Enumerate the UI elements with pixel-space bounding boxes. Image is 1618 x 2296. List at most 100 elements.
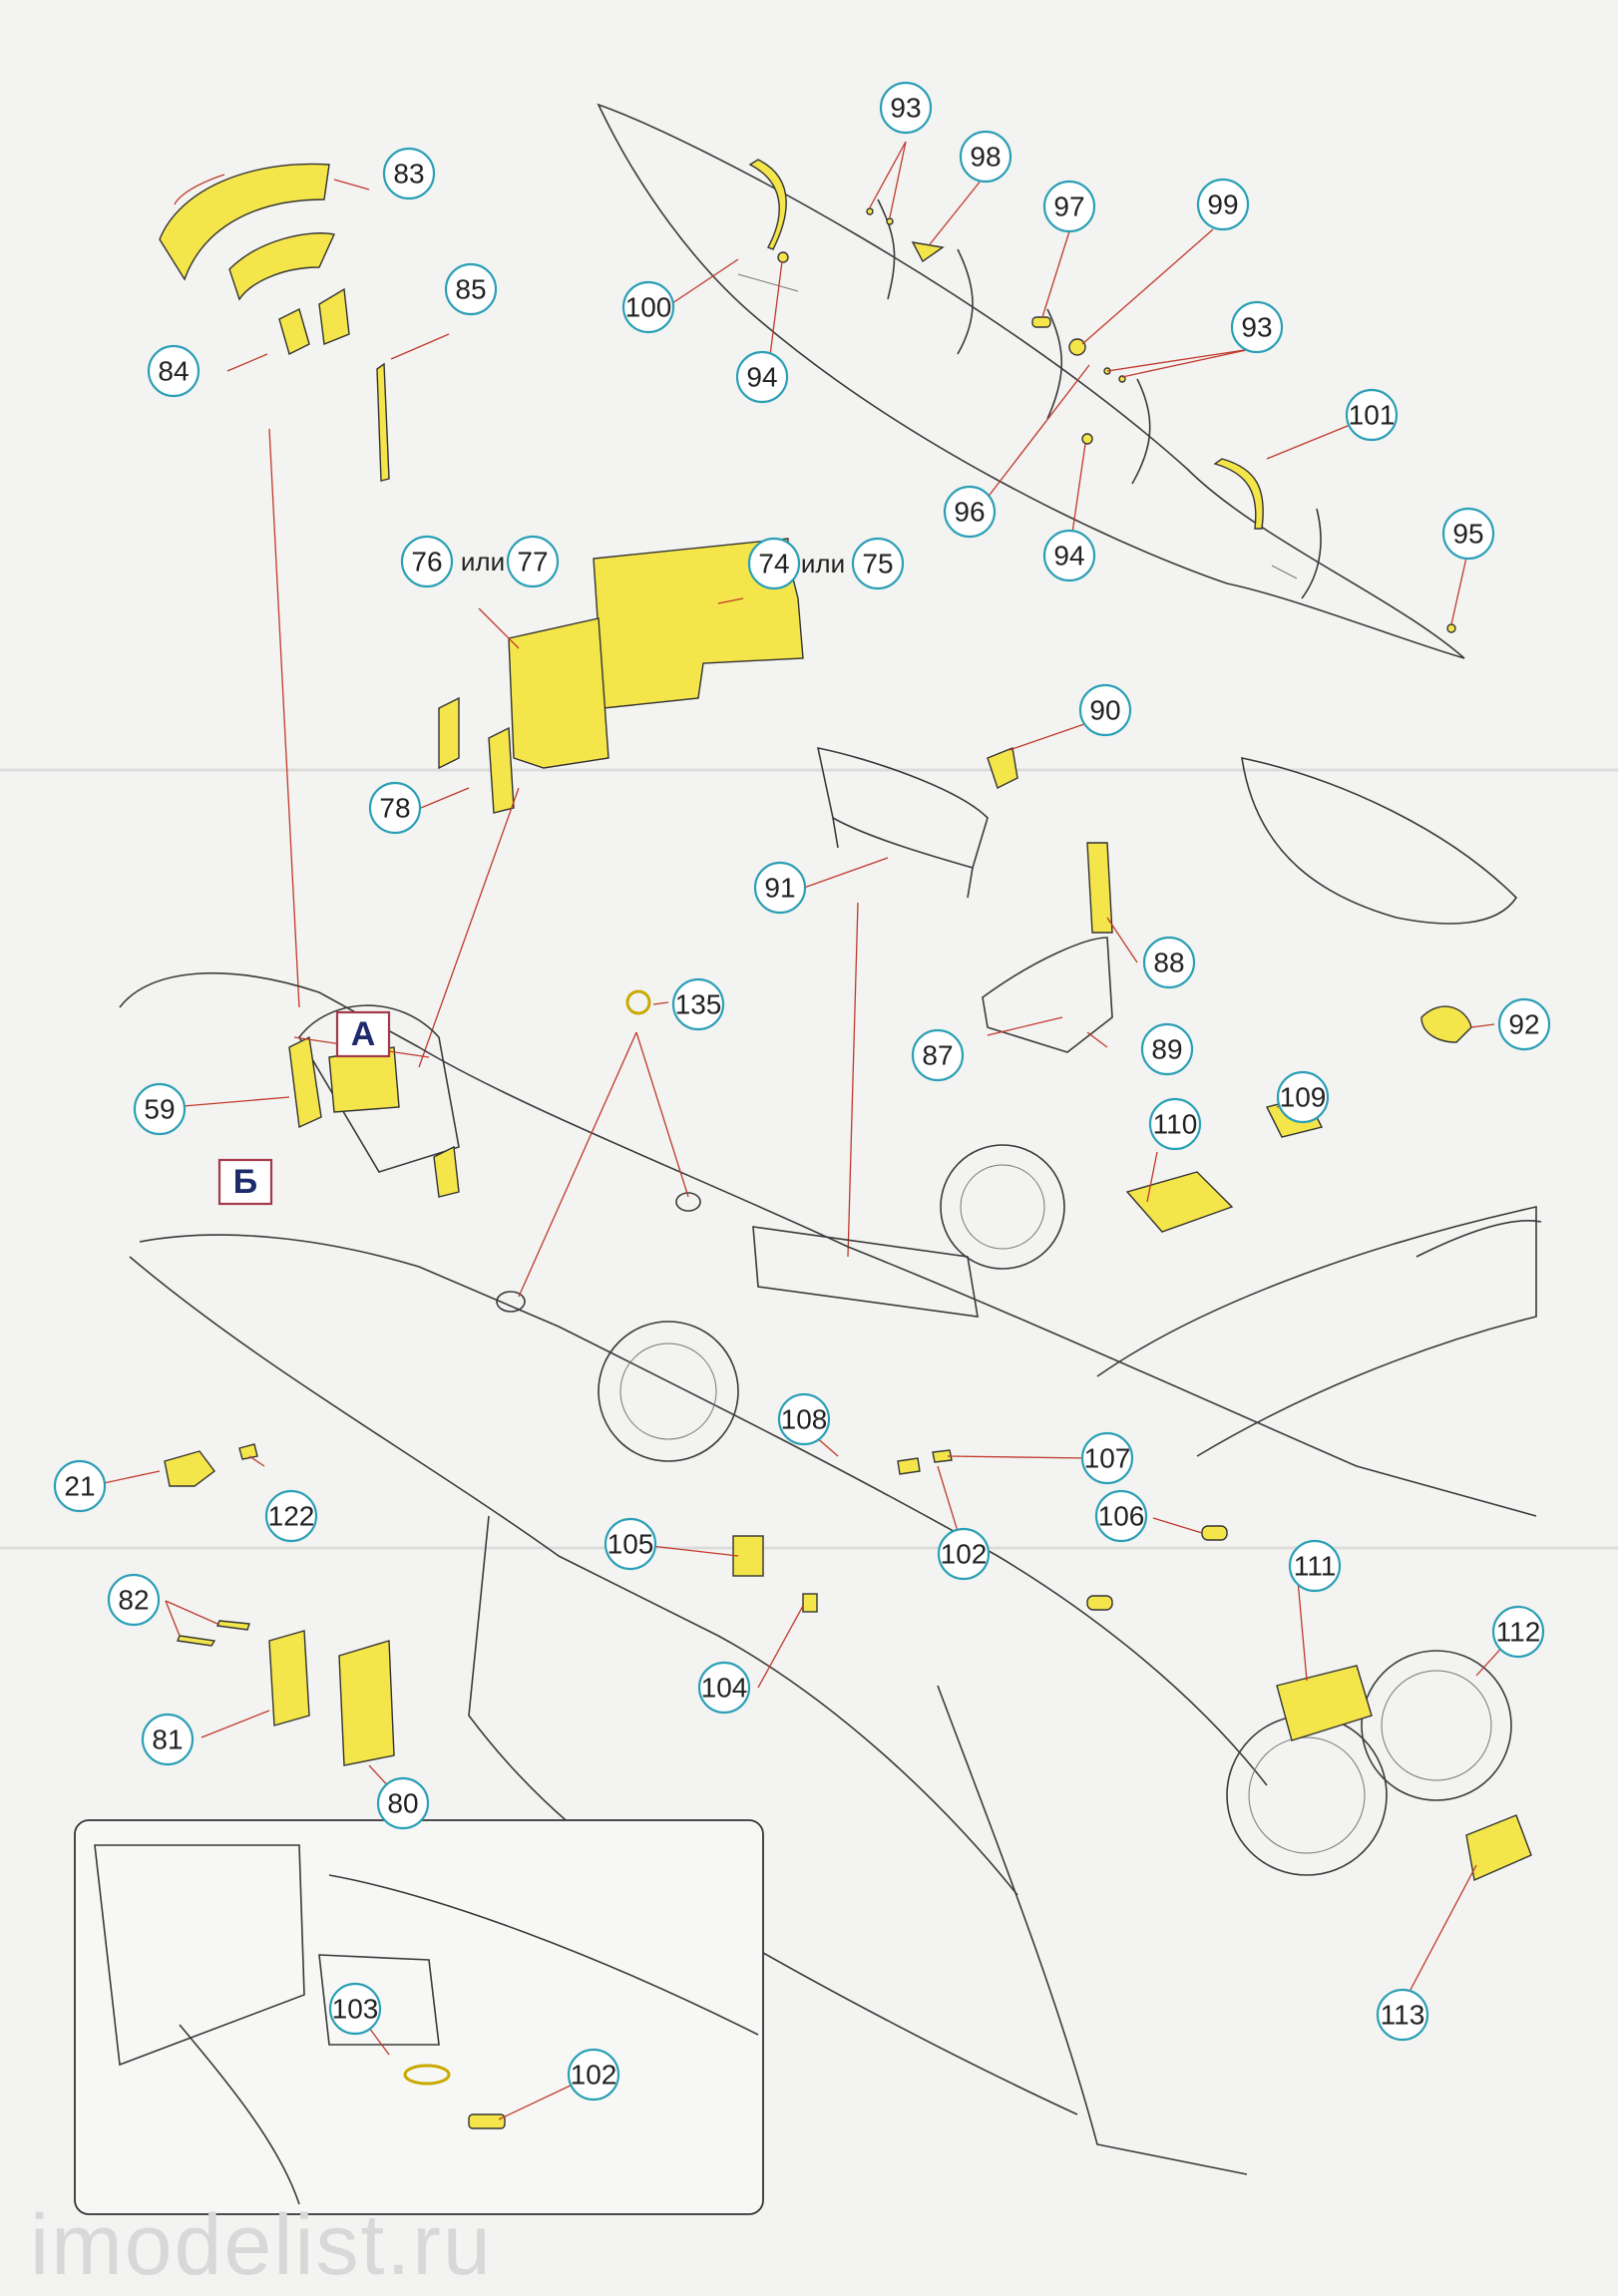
- part-callout: 94: [1042, 529, 1096, 582]
- svg-text:83: 83: [393, 159, 424, 190]
- part-callout: 80: [376, 1776, 430, 1830]
- part-callout: 82: [107, 1573, 161, 1627]
- or-label: или: [461, 547, 505, 576]
- part-callout: 91: [753, 861, 807, 915]
- part-callout: 74: [747, 537, 801, 590]
- svg-text:103: 103: [332, 1994, 379, 2025]
- svg-text:102: 102: [571, 2060, 617, 2091]
- svg-text:107: 107: [1084, 1443, 1131, 1474]
- part-callout: 122: [264, 1489, 318, 1543]
- svg-text:78: 78: [379, 793, 410, 824]
- svg-text:109: 109: [1280, 1082, 1327, 1113]
- part-callout: 111: [1288, 1539, 1342, 1593]
- svg-text:99: 99: [1207, 190, 1238, 220]
- part-callout: 96: [943, 485, 997, 539]
- svg-text:104: 104: [701, 1673, 748, 1704]
- svg-text:81: 81: [152, 1724, 183, 1755]
- svg-text:76: 76: [411, 547, 442, 577]
- part-callout: 107: [1080, 1431, 1134, 1485]
- part-callout: 102: [937, 1527, 991, 1581]
- part-callout: 89: [1140, 1022, 1194, 1076]
- svg-text:87: 87: [922, 1040, 953, 1071]
- svg-text:80: 80: [387, 1788, 418, 1819]
- section-box-b: [217, 1158, 273, 1206]
- part-callout: 109: [1276, 1070, 1330, 1124]
- or-label: или: [801, 549, 845, 578]
- cockpit-photoetch-parts: [159, 163, 450, 1008]
- svg-text:89: 89: [1151, 1034, 1182, 1065]
- svg-text:102: 102: [941, 1539, 988, 1570]
- canopy-parts: [803, 722, 1518, 1258]
- part-callout: 88: [1142, 936, 1196, 989]
- part-callout: 87: [911, 1028, 965, 1082]
- part-callout: 113: [1376, 1988, 1429, 2042]
- part-callout: 76: [400, 535, 454, 588]
- part-callout: 75: [851, 537, 905, 590]
- svg-text:97: 97: [1053, 191, 1084, 222]
- part-callout: 112: [1491, 1605, 1545, 1659]
- section-label-b: Б: [233, 1163, 257, 1201]
- part-callout: 95: [1441, 507, 1495, 561]
- svg-text:85: 85: [455, 274, 486, 305]
- svg-text:75: 75: [862, 549, 893, 579]
- missile-drawing: [597, 103, 1465, 659]
- svg-text:95: 95: [1452, 519, 1483, 550]
- part-callout: 93: [879, 81, 933, 135]
- part-callout: 100: [621, 280, 675, 334]
- svg-text:90: 90: [1089, 695, 1120, 726]
- svg-text:100: 100: [625, 292, 672, 323]
- part-callout: 135: [671, 977, 725, 1031]
- callout-layer: 93 98 97 99 100 94 93 96 94 101 95 83 85…: [53, 81, 1551, 2102]
- part-callout: 94: [735, 350, 789, 404]
- svg-text:111: 111: [1294, 1551, 1337, 1582]
- svg-text:88: 88: [1153, 948, 1184, 978]
- side-panel-parts: [418, 538, 804, 1068]
- part-callout: 77: [506, 535, 560, 588]
- svg-text:98: 98: [970, 142, 1001, 173]
- svg-text:108: 108: [781, 1404, 828, 1435]
- part-callout: 99: [1196, 178, 1250, 231]
- svg-text:112: 112: [1496, 1617, 1541, 1648]
- part-callout: 110: [1148, 1097, 1202, 1151]
- part-callout: 84: [147, 344, 201, 398]
- part-callout: 104: [697, 1661, 751, 1715]
- part-callout: 93: [1230, 300, 1284, 354]
- svg-text:93: 93: [890, 93, 921, 124]
- svg-text:84: 84: [158, 356, 189, 387]
- part-callout: 101: [1345, 388, 1399, 442]
- svg-text:74: 74: [758, 549, 789, 579]
- svg-text:93: 93: [1241, 312, 1272, 343]
- section-label-a: А: [351, 1015, 376, 1053]
- part-callout: 97: [1042, 180, 1096, 233]
- svg-text:101: 101: [1349, 400, 1396, 431]
- part-callout: 21: [53, 1459, 107, 1513]
- part-callout: 59: [133, 1082, 187, 1136]
- part-callout: 83: [382, 147, 436, 200]
- svg-text:94: 94: [746, 362, 777, 393]
- part-callout: 81: [141, 1713, 195, 1766]
- svg-text:21: 21: [64, 1471, 95, 1502]
- part-callout: 92: [1497, 997, 1551, 1051]
- svg-text:77: 77: [517, 547, 548, 577]
- svg-text:91: 91: [764, 873, 795, 904]
- svg-text:92: 92: [1508, 1009, 1539, 1040]
- svg-text:135: 135: [675, 989, 722, 1020]
- part-callout: 102: [567, 2048, 620, 2102]
- svg-text:94: 94: [1053, 541, 1084, 572]
- watermark-text: imodelist.ru: [30, 2197, 493, 2293]
- part-callout: 78: [368, 781, 422, 835]
- part-callout: 85: [444, 262, 498, 316]
- part-callout: 98: [959, 130, 1012, 184]
- svg-text:110: 110: [1153, 1109, 1198, 1140]
- svg-text:96: 96: [954, 497, 985, 528]
- svg-text:106: 106: [1098, 1501, 1145, 1532]
- svg-text:105: 105: [607, 1529, 654, 1560]
- part-callout: 90: [1078, 683, 1132, 737]
- part-callout: 106: [1094, 1489, 1148, 1543]
- svg-text:82: 82: [118, 1585, 149, 1616]
- svg-text:122: 122: [268, 1501, 315, 1532]
- section-box-a: [335, 1010, 391, 1058]
- detail-inset: [74, 1819, 764, 2215]
- svg-text:113: 113: [1381, 2000, 1425, 2031]
